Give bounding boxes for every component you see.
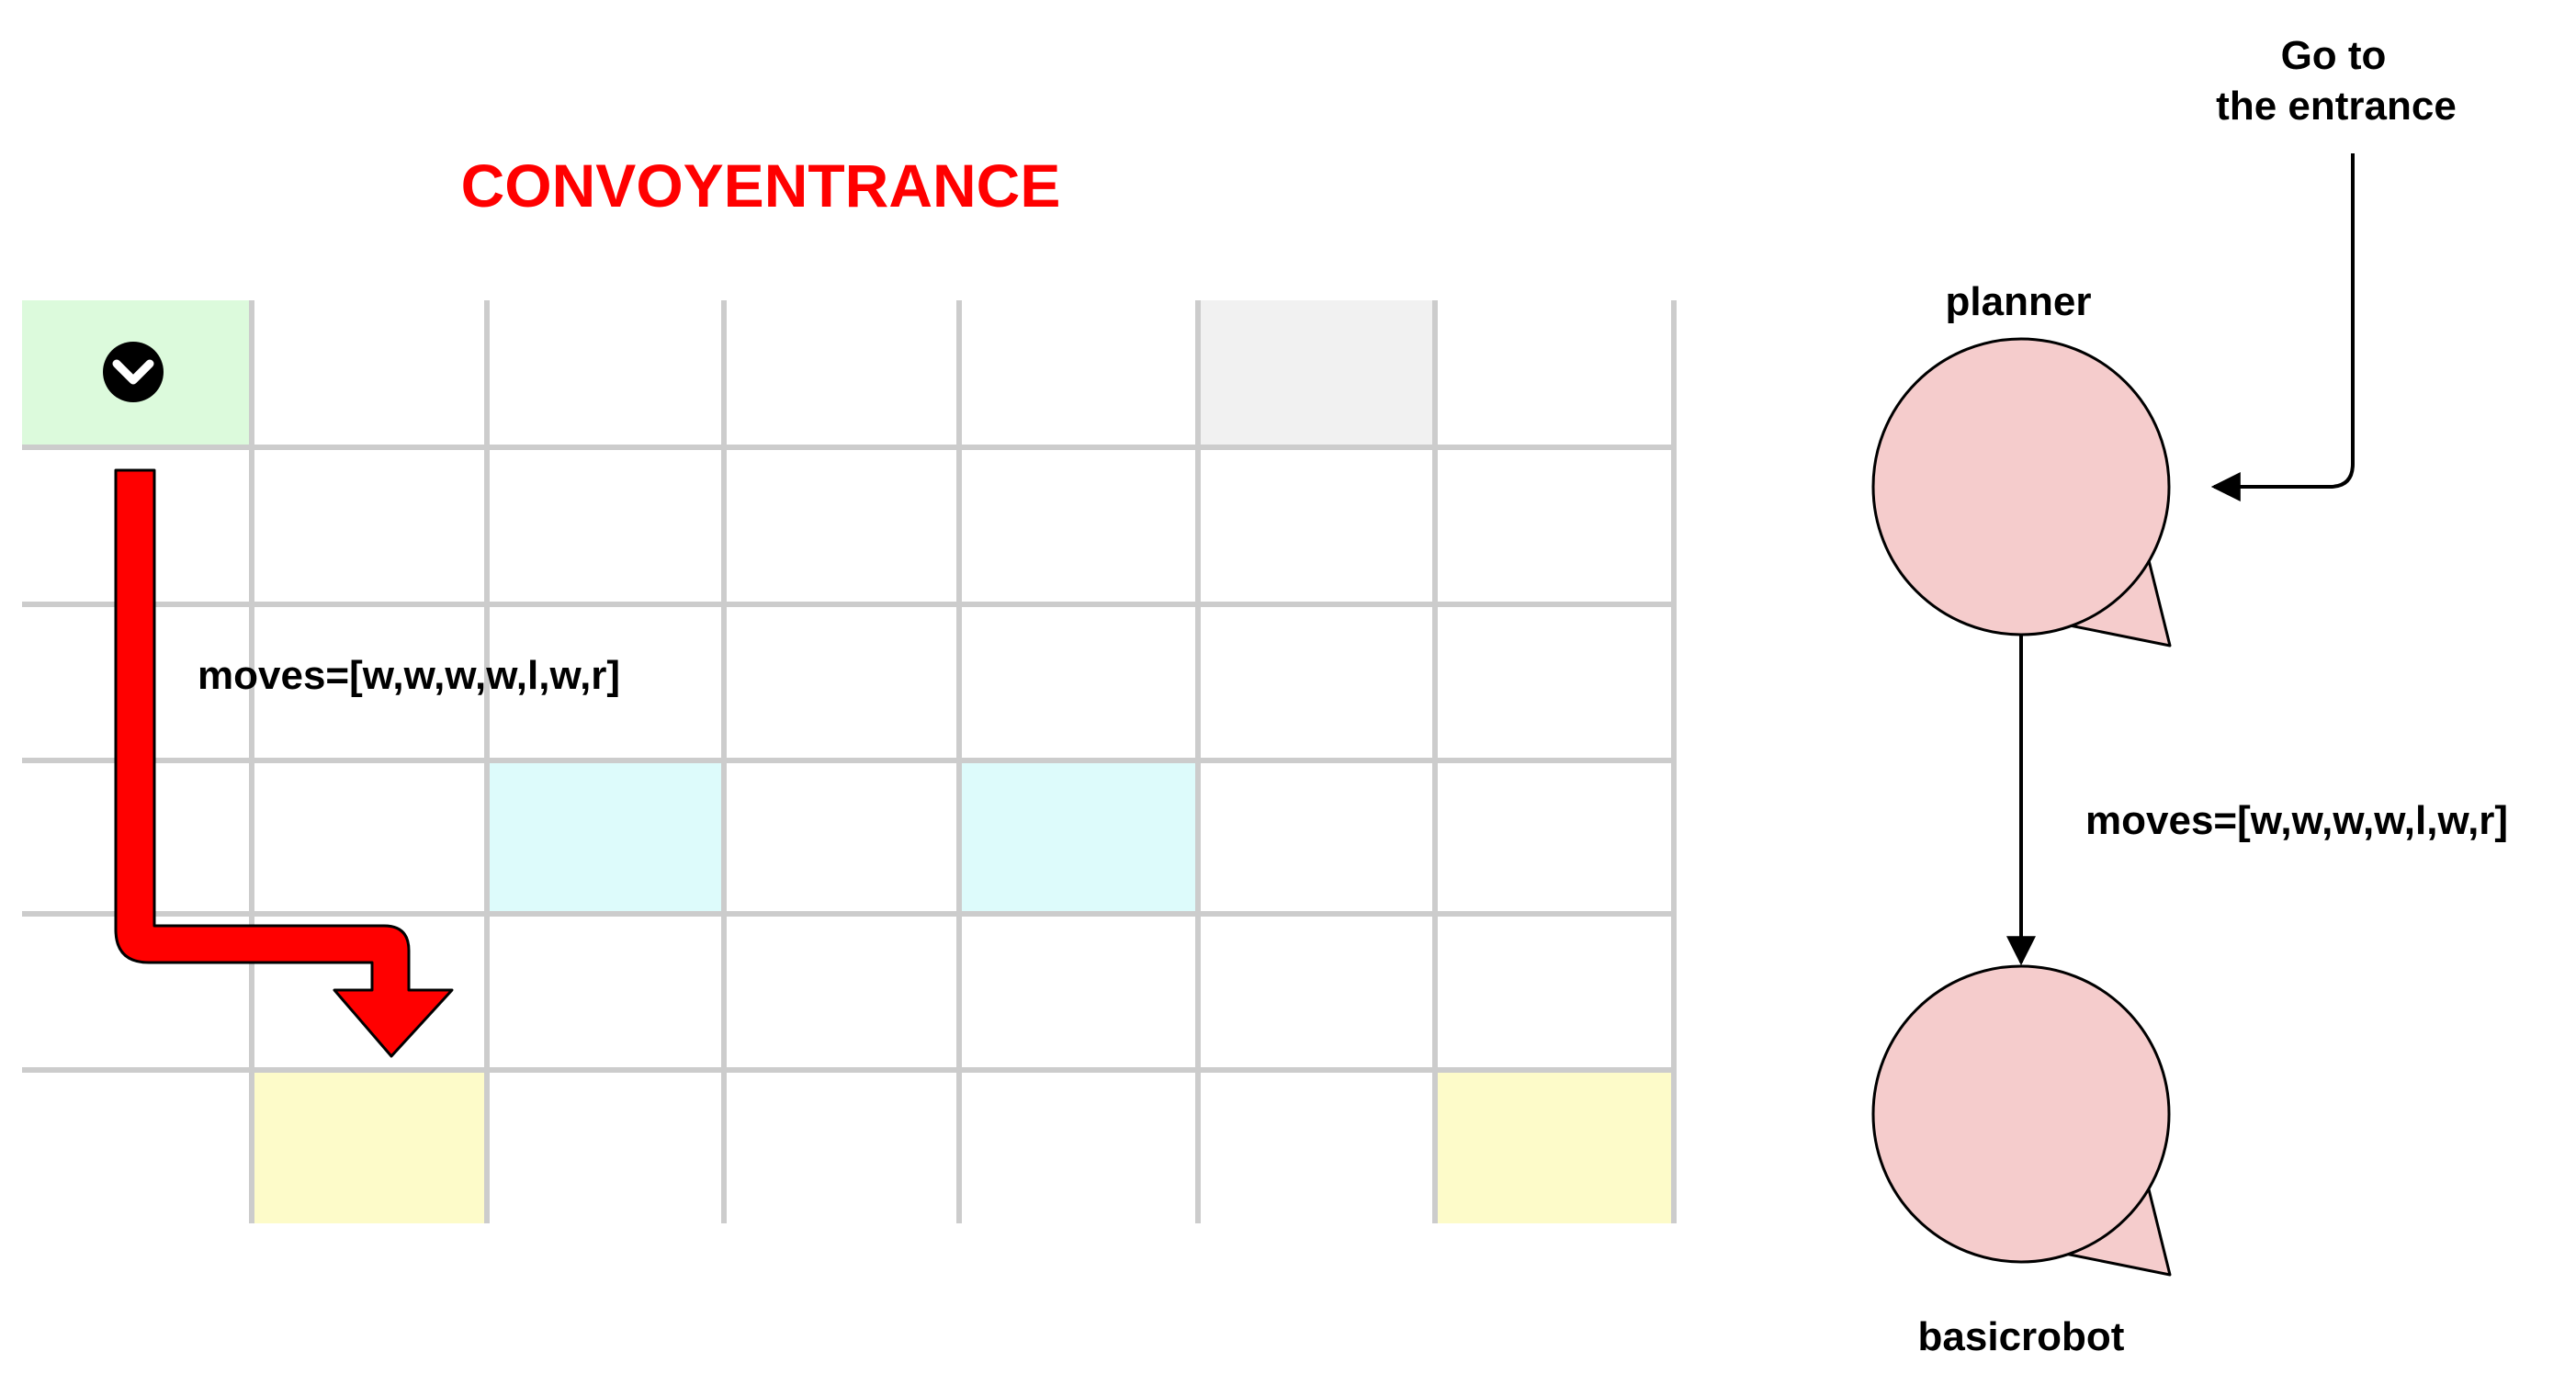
- path-arrow: [114, 468, 454, 1058]
- grid-moves-label: moves=[w,w,w,w,l,w,r]: [198, 653, 620, 698]
- diagram-title: CONVOYENTRANCE: [461, 152, 1061, 220]
- grid-lines-horizontal: [22, 445, 1674, 1073]
- external-request-line-1: Go to: [2281, 33, 2387, 78]
- yellow-cell-2: [1435, 1072, 1674, 1223]
- yellow-cell-1: [252, 1072, 487, 1223]
- grid-lines-vertical: [249, 300, 1677, 1223]
- external-request-line-2: the entrance: [2216, 84, 2457, 129]
- chevron-down-circle-icon: [103, 342, 164, 402]
- planner-label: planner: [1946, 279, 2092, 324]
- obstacle-cell-gray: [1200, 300, 1435, 447]
- basicrobot-actor: [1871, 964, 2172, 1277]
- cyan-cell-1: [487, 762, 722, 912]
- actor-diagram: Go to the entrance planner moves=[w,w,w,…: [1871, 33, 2508, 1359]
- request-arrow: [2210, 153, 2355, 501]
- basicrobot-label: basicrobot: [1918, 1314, 2125, 1359]
- grid-map: moves=[w,w,w,w,l,w,r]: [22, 300, 1677, 1223]
- planner-actor: [1871, 337, 2172, 647]
- message-moves-label: moves=[w,w,w,w,l,w,r]: [2085, 798, 2508, 843]
- cyan-cell-2: [959, 762, 1196, 912]
